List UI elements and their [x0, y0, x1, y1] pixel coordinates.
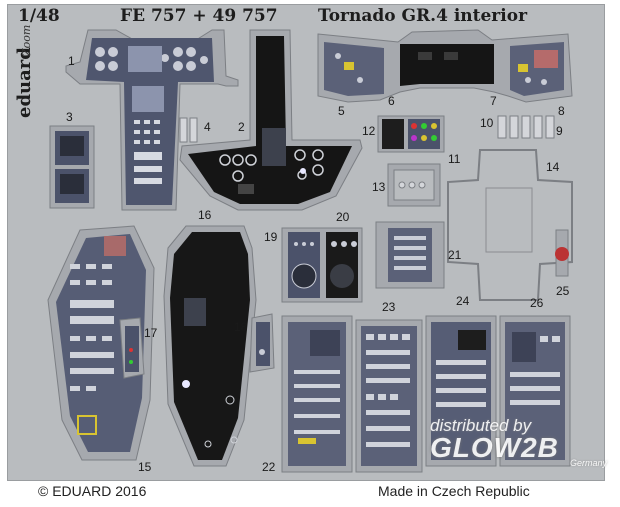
part-17-side-panel [119, 317, 145, 379]
part-3-screens [49, 125, 95, 209]
product-codes: FE 757 + 49 757 [120, 6, 278, 26]
part-number: 6 [388, 94, 395, 108]
part-number: 14 [546, 160, 560, 174]
product-title: Tornado GR.4 interior [318, 6, 528, 26]
part-5-8-rear-panel [317, 29, 573, 103]
copyright-text: © EDUARD 2016 [38, 483, 147, 499]
part-22-panel [281, 315, 353, 473]
part-number: 4 [204, 120, 211, 134]
part-number: 16 [198, 208, 212, 222]
part-16-black-console [163, 225, 257, 467]
part-11-12-panels [377, 115, 445, 153]
part-number: 1 [68, 54, 75, 68]
part-number: 24 [456, 294, 470, 308]
part-number: 15 [138, 460, 152, 474]
part-14-frame [447, 149, 573, 301]
part-number: 13 [372, 180, 386, 194]
part-21-panel [375, 221, 445, 289]
part-19-20-panels [281, 227, 363, 303]
part-number: 25 [556, 284, 570, 298]
part-number: 5 [338, 104, 345, 118]
part-number: 7 [490, 94, 497, 108]
part-4-switches [179, 117, 198, 143]
part-number: 12 [362, 124, 376, 138]
part-2-black-panel [179, 29, 363, 211]
part-1-instrument-panel [65, 29, 239, 211]
part-23-panel [355, 319, 423, 473]
part-number: 3 [66, 110, 73, 124]
part-number: 22 [262, 460, 276, 474]
watermark-country: Germany [570, 458, 608, 468]
part-number: 26 [530, 296, 544, 310]
part-number: 10 [480, 116, 494, 130]
part-number: 19 [264, 230, 278, 244]
part-15-left-console [47, 225, 155, 461]
part-number: 20 [336, 210, 350, 224]
part-9-10-switches [497, 115, 555, 139]
origin-text: Made in Czech Republic [378, 483, 530, 499]
part-number: 11 [448, 152, 461, 166]
distributor-watermark: distributed by GLOW2B Germany [430, 416, 607, 468]
watermark-line1: distributed by [430, 416, 532, 435]
part-25-handle [555, 229, 569, 277]
watermark-logo: GLOW2B [430, 432, 559, 463]
part-13-frame [387, 163, 441, 207]
part-number: 8 [558, 104, 565, 118]
part-number: 23 [382, 300, 396, 314]
part-number: 9 [556, 124, 563, 138]
part-number: 17 [144, 326, 158, 340]
part-number: 2 [238, 120, 245, 134]
part-18-side-panel [249, 313, 275, 373]
scale-label: 1/48 [18, 6, 60, 26]
part-24-panel [425, 315, 497, 467]
part-26-panel [499, 315, 571, 467]
part-number: 18 [234, 320, 248, 334]
part-number: 21 [448, 248, 462, 262]
